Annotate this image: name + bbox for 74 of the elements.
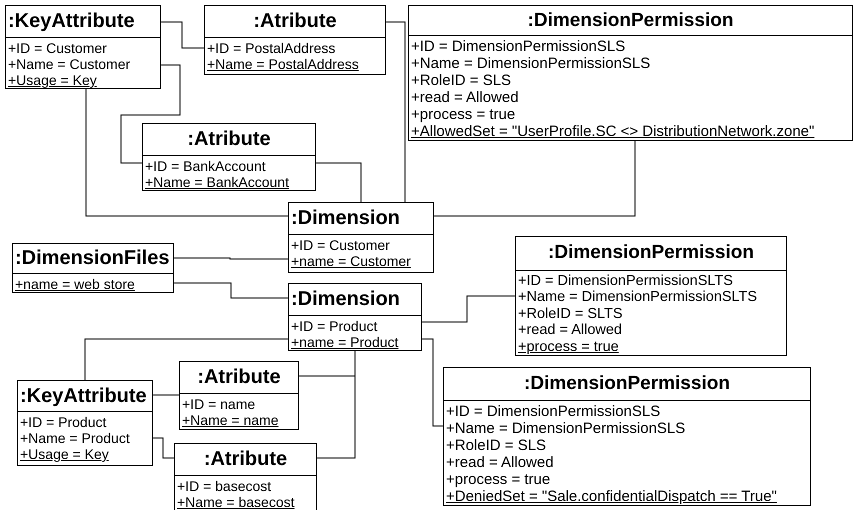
object-name: :DimensionPermission bbox=[548, 242, 754, 264]
object-box bbox=[174, 443, 317, 510]
attribute-value: +Usage = Key bbox=[20, 446, 110, 462]
object-box bbox=[288, 202, 434, 273]
attribute-value: +read = Allowed bbox=[411, 89, 520, 106]
attribute-value: +AllowedSet = "UserProfile.SC <> DistributionNetwork.zone" bbox=[411, 123, 816, 140]
object-box bbox=[408, 5, 853, 141]
object-name: :Atribute bbox=[187, 128, 271, 151]
attribute-value: +RoleID = SLS bbox=[446, 437, 548, 454]
connector-line bbox=[84, 338, 288, 380]
object-box bbox=[142, 123, 316, 191]
attribute-value: +ID = Product bbox=[20, 414, 108, 430]
attribute-value: +RoleID = SLTS bbox=[518, 306, 624, 322]
object-name: :DimensionFiles bbox=[15, 247, 170, 270]
object-name: :Dimension bbox=[291, 207, 400, 230]
object-name: :Dimension bbox=[291, 288, 400, 311]
object-box bbox=[5, 5, 161, 89]
object-name: :KeyAttribute bbox=[20, 384, 147, 408]
connector-line bbox=[174, 258, 288, 260]
attribute-value: +Name = basecost bbox=[177, 494, 296, 510]
connector-line bbox=[422, 296, 516, 322]
attribute-value: +Name = PostalAddress bbox=[207, 56, 360, 72]
connector-line bbox=[422, 338, 444, 426]
attribute-value: +read = Allowed bbox=[446, 454, 555, 471]
attribute-value: +Name = name bbox=[182, 412, 280, 428]
attribute-value: +ID = BankAccount bbox=[145, 158, 267, 174]
connector-line bbox=[86, 88, 288, 216]
connector-line bbox=[316, 350, 356, 458]
attribute-value: +ID = Customer bbox=[291, 237, 391, 253]
object-box bbox=[515, 236, 787, 356]
object-name: :Atribute bbox=[253, 10, 337, 33]
object-box bbox=[179, 361, 299, 430]
attribute-value: +ID = Customer bbox=[8, 40, 108, 56]
attribute-value: +Name = Customer bbox=[8, 56, 132, 72]
connector-line bbox=[316, 162, 362, 202]
attribute-value: +process = true bbox=[411, 106, 516, 123]
object-name: :Atribute bbox=[204, 448, 288, 471]
object-name: :Atribute bbox=[197, 366, 281, 389]
attribute-value: +Name = BankAccount bbox=[145, 174, 290, 190]
attribute-value: +ID = Product bbox=[291, 318, 378, 334]
attribute-value: +process = true bbox=[518, 338, 620, 355]
attribute-value: +ID = DimensionPermissionSLS bbox=[411, 38, 626, 55]
connector-line bbox=[160, 22, 204, 48]
attribute-value: +ID = DimensionPermissionSLTS bbox=[518, 272, 734, 289]
attribute-value: +Name = DimensionPermissionSLTS bbox=[518, 289, 758, 306]
attribute-value: +read = Allowed bbox=[518, 322, 623, 338]
attribute-value: +Usage = Key bbox=[8, 72, 98, 88]
object-name: :DimensionPermission bbox=[524, 373, 730, 395]
connector-line bbox=[152, 394, 180, 396]
connector-line bbox=[152, 438, 174, 458]
attribute-value: +name = Product bbox=[291, 334, 400, 350]
attribute-value: +ID = name bbox=[182, 396, 256, 412]
attribute-value: +RoleID = SLS bbox=[411, 72, 512, 89]
object-name: :DimensionPermission bbox=[528, 10, 734, 32]
attribute-value: +ID = DimensionPermissionSLS bbox=[446, 403, 662, 420]
object-box bbox=[204, 5, 386, 75]
attribute-value: +DeniedSet = "Sale.confidentialDispatch == True" bbox=[446, 488, 778, 505]
attribute-value: +ID = basecost bbox=[177, 478, 272, 494]
object-name: :KeyAttribute bbox=[8, 10, 135, 33]
attribute-value: +name = web store bbox=[15, 276, 136, 292]
attribute-value: +process = true bbox=[446, 471, 552, 488]
object-box bbox=[443, 367, 811, 506]
object-box bbox=[12, 243, 174, 293]
attribute-value: +Name = DimensionPermissionSLS bbox=[446, 420, 686, 437]
object-box bbox=[17, 380, 153, 466]
connector-line bbox=[174, 282, 288, 298]
connector-line bbox=[434, 140, 636, 216]
connector-line bbox=[120, 64, 180, 164]
attribute-value: +Name = Product bbox=[20, 430, 131, 446]
attribute-value: +ID = PostalAddress bbox=[207, 40, 336, 56]
object-box bbox=[288, 283, 422, 351]
attribute-value: +name = Customer bbox=[291, 253, 412, 269]
connector-line bbox=[386, 22, 406, 202]
attribute-value: +Name = DimensionPermissionSLS bbox=[411, 55, 652, 72]
